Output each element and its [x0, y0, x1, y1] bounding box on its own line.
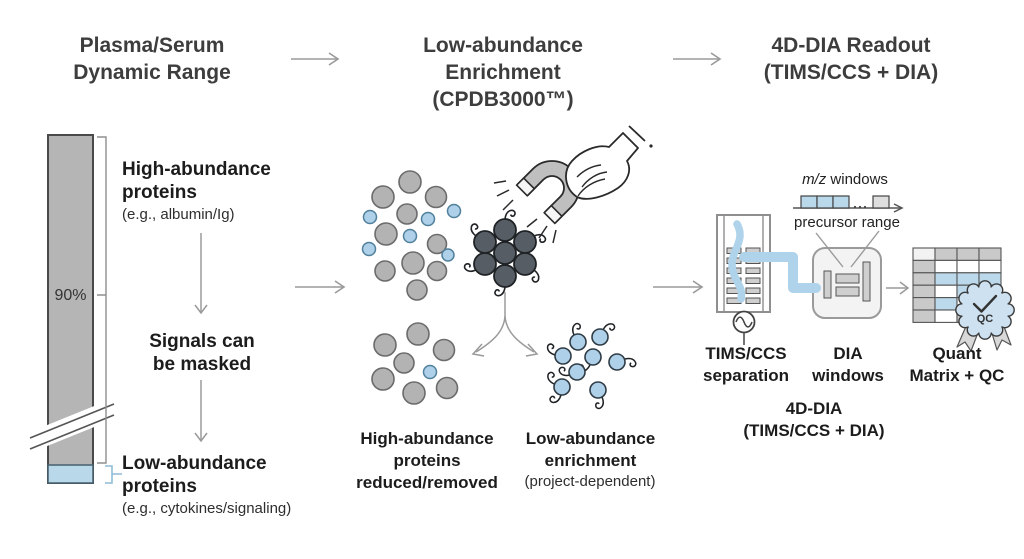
depleted-line1: High-abundance: [360, 429, 494, 448]
masked-label: Signals can be masked: [128, 330, 276, 376]
dia-device-icon: [812, 247, 882, 319]
fourd-line1: 4D-DIA: [785, 399, 843, 418]
depleted-cluster: [371, 322, 459, 405]
tims-line1: TIMS/CCS: [705, 344, 787, 363]
header-arrow-1-icon: [291, 52, 340, 66]
down-arrow-1-icon: [194, 233, 208, 315]
bar-percent-label: 90%: [54, 287, 87, 304]
low-abundance-line1: Low-abundance: [122, 453, 267, 474]
high-abundance-line2: proteins: [122, 182, 197, 204]
funnel-lines-icon: [815, 230, 880, 268]
tims-line2: separation: [703, 365, 789, 385]
high-abundance-line1: High-abundance: [122, 159, 271, 180]
low-abundance-line2: proteins: [122, 476, 197, 498]
dia-line1: DIA: [833, 344, 863, 363]
enriched-line1: Low-abundance: [525, 429, 656, 448]
step2-title: Low-abundance Enrichment (CPDB3000™): [378, 33, 628, 114]
step1-line1: Plasma/Serum: [79, 34, 225, 57]
depleted-line3: reduced/removed: [356, 472, 498, 492]
qc-rosette-icon: [955, 280, 1015, 340]
depleted-line2: proteins: [393, 450, 461, 470]
dia-label: DIA windows: [802, 343, 894, 387]
hand-icon: [565, 125, 653, 200]
high-abundance-label: High-abundance proteins: [122, 158, 312, 204]
header-arrow-2-icon: [673, 52, 722, 66]
bar-break-icon: [29, 398, 115, 453]
down-arrow-2-icon: [194, 380, 208, 443]
mz-rest-part: windows: [826, 171, 888, 188]
protein-mixture-cluster: [361, 170, 462, 301]
quant-label: Quant Matrix + QC: [905, 343, 1009, 387]
step1-title: Plasma/Serum Dynamic Range: [42, 33, 262, 87]
ac-source-icon: [732, 310, 756, 345]
bar-bracket: [97, 136, 107, 464]
enriched-cluster: [545, 321, 638, 411]
step-arrow-right-icon: [653, 280, 704, 294]
high-abundance-sublabel: (e.g., albumin/Ig): [122, 206, 235, 223]
step3-line1: 4D-DIA Readout: [771, 34, 931, 57]
step2-line1: Low-abundance: [423, 34, 583, 57]
precursor-range-label: precursor range: [794, 214, 900, 231]
split-arrows-icon: [471, 292, 539, 357]
enriched-line2: enrichment: [544, 450, 637, 470]
enriched-label: Low-abundance enrichment: [508, 428, 673, 472]
enriched-sublabel: (project-dependent): [524, 473, 656, 490]
mz-italic-part: m/z: [802, 171, 827, 188]
dia-to-matrix-arrow-icon: [886, 281, 910, 295]
tims-label: TIMS/CCS separation: [692, 343, 800, 387]
step-arrow-left-icon: [295, 280, 346, 294]
low-abundance-bracket: [105, 465, 122, 484]
magnet-icon: [515, 160, 580, 225]
quant-line1: Quant: [932, 344, 982, 363]
step1-line2: Dynamic Range: [73, 60, 231, 84]
qc-badge-icon: [955, 280, 1015, 352]
low-abundance-label: Low-abundance proteins: [122, 452, 312, 498]
fourd-label: 4D-DIA (TIMS/CCS + DIA): [735, 398, 893, 442]
masked-line1: Signals can: [149, 331, 255, 352]
low-abundance-sublabel: (e.g., cytokines/signaling): [122, 500, 292, 517]
mz-windows-label: m/z windows: [790, 171, 900, 188]
depleted-label: High-abundance proteins reduced/removed: [346, 428, 508, 493]
masked-line2: be masked: [152, 354, 252, 376]
step3-line2: (TIMS/CCS + DIA): [763, 60, 939, 84]
magnet-rays-icon: [493, 180, 557, 244]
fourd-line2: (TIMS/CCS + DIA): [743, 420, 885, 440]
quant-line2: Matrix + QC: [909, 365, 1005, 385]
mz-axis-icon: [793, 195, 904, 213]
magnetic-bead-cluster: [462, 209, 548, 297]
step2-line2: Enrichment (CPDB3000™): [432, 60, 574, 111]
step3-title: 4D-DIA Readout (TIMS/CCS + DIA): [740, 33, 962, 87]
qc-checkmark-icon: [972, 294, 998, 313]
ion-flow-ribbon: [728, 220, 821, 303]
qc-badge-label: QC: [976, 313, 994, 325]
dynamic-range-bar: [29, 134, 122, 484]
dia-line2: windows: [812, 365, 884, 385]
